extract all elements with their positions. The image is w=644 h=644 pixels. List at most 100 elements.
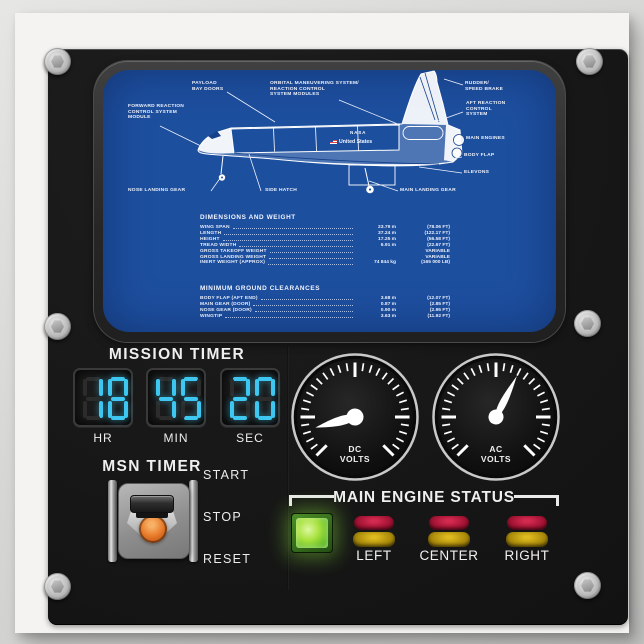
- tick: [478, 364, 483, 374]
- hours-label: HR: [93, 431, 113, 445]
- master-status-light[interactable]: [291, 513, 333, 553]
- left-engine-red-light: [354, 516, 394, 530]
- engine-status-title: MAIN ENGINE STATUS: [333, 489, 515, 506]
- bracket-line: [514, 495, 559, 498]
- callout-payload-bay-doors: PAYLOAD BAY DOORS: [192, 81, 224, 92]
- segment: [108, 401, 112, 418]
- tick: [329, 368, 335, 376]
- callout-nose-landing-gear: NOSE LANDING GEAR: [128, 188, 186, 193]
- msn-timer-switch-lever[interactable]: [139, 515, 167, 543]
- segment: [246, 401, 250, 418]
- hex-socket-icon: [581, 317, 594, 330]
- segment: [111, 396, 125, 401]
- callout-main-engines: MAIN ENGINES: [466, 136, 505, 141]
- tick: [400, 407, 409, 411]
- segment: [184, 377, 198, 381]
- hex-socket-icon: [51, 580, 64, 593]
- segment: [86, 396, 100, 401]
- segment: [156, 401, 160, 418]
- segment: [233, 396, 247, 401]
- tick: [523, 444, 536, 457]
- nasa-marking: NASA: [350, 130, 367, 135]
- screw-icon: [574, 310, 601, 337]
- switch-lever-cap: [130, 495, 174, 513]
- tick: [396, 391, 404, 397]
- tick: [315, 377, 323, 385]
- tick: [451, 384, 459, 391]
- tick: [310, 443, 318, 450]
- segment: [124, 401, 128, 418]
- clearances-title: MINIMUM GROUND CLEARANCES: [200, 285, 321, 292]
- seven-segment-digit: [156, 377, 176, 420]
- segment: [181, 401, 185, 418]
- segment: [83, 401, 87, 418]
- tick: [306, 391, 314, 397]
- segment: [258, 396, 272, 401]
- tick: [361, 363, 365, 372]
- tick: [502, 363, 506, 372]
- segment: [172, 379, 176, 396]
- segment: [83, 379, 87, 396]
- gauge-label: AC: [489, 444, 503, 454]
- dotted-leader: [260, 299, 353, 301]
- shuttle-diagram: [159, 70, 465, 194]
- tick: [368, 364, 373, 374]
- tick: [396, 437, 404, 443]
- dotted-leader: [222, 240, 353, 242]
- dotted-leader: [254, 311, 353, 313]
- tick: [541, 407, 550, 411]
- tick: [302, 399, 312, 404]
- tick: [533, 384, 541, 391]
- dotted-leader: [268, 263, 353, 265]
- dotted-leader: [253, 305, 353, 307]
- center-engine-amber-light: [428, 532, 470, 547]
- bracket-line: [556, 495, 559, 506]
- segment: [86, 377, 100, 381]
- switch-rail: [108, 480, 117, 562]
- dotted-leader: [232, 228, 353, 230]
- segment: [271, 401, 275, 418]
- tick: [516, 368, 522, 376]
- spec-row: NOSE GEAR (DOOR)0.90 m(2.95 FT): [200, 307, 450, 313]
- segment: [86, 416, 100, 420]
- spec-row: MAIN GEAR (DOOR)0.87 m(2.85 FT): [200, 301, 450, 307]
- segment: [271, 379, 275, 396]
- segment: [108, 379, 112, 396]
- segment: [124, 379, 128, 396]
- tick: [315, 444, 328, 457]
- tick: [537, 391, 545, 397]
- segment: [258, 377, 272, 381]
- spec-row: INERT WEIGHT (APPROX)74 844 kg(165 000 L…: [200, 260, 450, 266]
- left-engine-amber-light: [353, 532, 395, 547]
- spec-row: BODY FLAP (AFT END)3.68 m(12.07 FT): [200, 296, 450, 301]
- segment: [184, 416, 198, 420]
- tick: [447, 391, 455, 397]
- callout-elevons: ELEVONS: [464, 170, 490, 175]
- tick: [302, 430, 312, 435]
- mission-timer-title: MISSION TIMER: [108, 346, 246, 363]
- gauge-label: VOLTS: [339, 454, 371, 464]
- callout-rudder-speed-brake: RUDDER/ SPEED BRAKE: [465, 81, 504, 92]
- right-engine-label: RIGHT: [504, 548, 550, 563]
- tick: [337, 364, 342, 374]
- segment: [159, 396, 173, 401]
- tick: [398, 430, 408, 435]
- tick: [539, 399, 549, 404]
- tick: [322, 372, 329, 380]
- dc-volts-gauge: DC VOLTS: [291, 353, 419, 481]
- callout-side-hatch: SIDE HATCH: [265, 188, 298, 193]
- segment: [159, 416, 173, 420]
- seven-segment-digit: [108, 377, 128, 420]
- tick: [456, 444, 469, 457]
- segment: [255, 401, 259, 418]
- seven-segment-digit: [181, 377, 201, 420]
- tick: [392, 384, 400, 391]
- tick: [539, 430, 549, 435]
- segment: [233, 377, 247, 381]
